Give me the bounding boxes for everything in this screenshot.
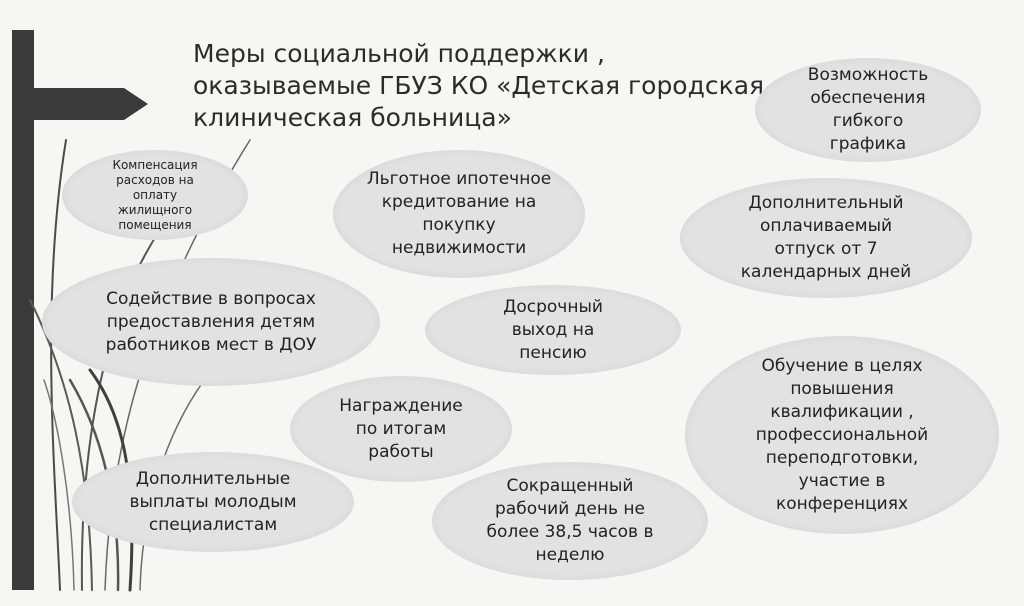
bubble-early-retirement: Досрочный выход на пенсию — [425, 285, 681, 375]
bubble-young-specialists-text: Дополнительные выплаты молодым специалис… — [129, 468, 297, 535]
bubble-awards: Награждение по итогам работы — [290, 376, 512, 482]
bubble-early-retirement-text: Досрочный выход на пенсию — [503, 296, 603, 363]
title-line-1: Меры социальной поддержки , — [193, 39, 605, 68]
bubble-extra-leave-text: Дополнительный оплачиваемый отпуск от 7 … — [740, 193, 912, 282]
title-line-2: оказываемые ГБУЗ КО «Детская городская — [193, 71, 765, 100]
page-title: Меры социальной поддержки , оказываемые … — [193, 38, 765, 134]
bubble-short-day: Сокращенный рабочий день не более 38,5 ч… — [432, 462, 708, 580]
bubble-training-text: Обучение в целях повышения квалификации … — [755, 355, 929, 514]
signpost-arrow — [12, 88, 148, 120]
bubble-housing-compensation: Компенсация расходов на оплату жилищного… — [62, 150, 248, 240]
bubble-flexible-schedule: Возможность обеспечения гибкого графика — [755, 58, 981, 162]
signpost-pole — [12, 30, 34, 590]
bubble-mortgage-text: Льготное ипотечное кредитование на покуп… — [366, 169, 552, 258]
bubble-awards-text: Награждение по итогам работы — [339, 395, 463, 462]
title-line-3: клиническая больница» — [193, 103, 512, 132]
bubble-flexible-schedule-text: Возможность обеспечения гибкого графика — [807, 65, 929, 154]
bubble-extra-leave: Дополнительный оплачиваемый отпуск от 7 … — [680, 178, 972, 298]
bubble-young-specialists: Дополнительные выплаты молодым специалис… — [72, 452, 354, 552]
bubble-training: Обучение в целях повышения квалификации … — [685, 336, 999, 534]
bubble-short-day-text: Сокращенный рабочий день не более 38,5 ч… — [486, 476, 654, 565]
bubble-kindergarten-text: Содействие в вопросах предоставления дет… — [105, 288, 317, 355]
bubble-housing-compensation-text: Компенсация расходов на оплату жилищного… — [112, 157, 198, 232]
bubble-kindergarten: Содействие в вопросах предоставления дет… — [42, 258, 380, 386]
bubble-mortgage: Льготное ипотечное кредитование на покуп… — [333, 150, 585, 278]
